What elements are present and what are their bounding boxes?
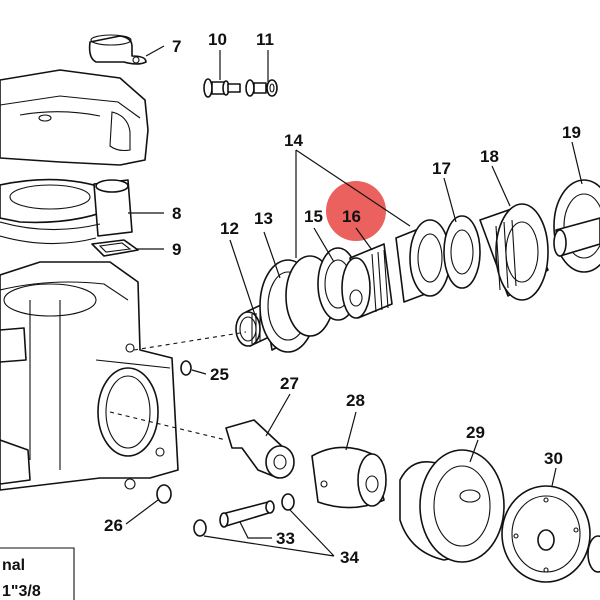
pump-head-cover [0, 69, 149, 166]
callout-9: 9 [172, 240, 181, 259]
callout-labels: 7 8 9 10 11 12 13 14 15 16 17 18 19 25 2… [104, 30, 581, 567]
callout-7: 7 [172, 37, 181, 56]
part-34-circlip-left [193, 519, 207, 537]
highlight-circle [326, 181, 386, 241]
callout-16: 16 [342, 207, 361, 226]
part-26-o-ring [156, 484, 172, 504]
leader-lines [125, 45, 583, 557]
callout-25: 25 [210, 365, 229, 384]
part-33-pin [219, 500, 275, 528]
callout-28: 28 [346, 391, 365, 410]
part-11-valve-assembly [245, 79, 278, 97]
callout-29: 29 [466, 423, 485, 442]
part-17-ring [443, 215, 481, 289]
callout-17: 17 [432, 159, 451, 178]
callout-30: 30 [544, 449, 563, 468]
callout-18: 18 [480, 147, 499, 166]
part-25-o-ring [180, 360, 192, 376]
part-34-circlip-right [281, 493, 295, 511]
callout-13: 13 [254, 209, 273, 228]
part-18-ball-bearing [479, 203, 549, 301]
part-16-roller-bearing [341, 243, 393, 319]
callout-8: 8 [172, 204, 181, 223]
part-27-connecting-rod [225, 419, 295, 479]
callout-27: 27 [280, 374, 299, 393]
part-13-flange-housing [259, 255, 335, 353]
spec-table-line-2: 1"3/8 [2, 583, 41, 600]
part-10-valve-assembly [203, 78, 241, 98]
callout-11: 11 [256, 30, 274, 49]
callout-33: 33 [276, 529, 295, 548]
callout-14: 14 [284, 131, 303, 150]
callout-34: 34 [340, 548, 359, 567]
pump-body [0, 261, 179, 491]
spec-table: nal 1"3/8 [0, 547, 75, 600]
callout-10: 10 [208, 30, 227, 49]
part-30-end-plate [501, 485, 600, 583]
callout-26: 26 [104, 516, 123, 535]
part-8-valve-plate [0, 178, 133, 245]
part-19-shaft-seal [553, 179, 600, 273]
part-28-crosshead [311, 446, 387, 509]
callout-12: 12 [220, 219, 239, 238]
part-9-gasket [91, 239, 139, 257]
part-14-bearing-cup [395, 219, 451, 303]
part-7-cap [88, 34, 147, 65]
callout-19: 19 [562, 123, 581, 142]
spec-table-line-1: nal [2, 557, 25, 574]
callout-15: 15 [304, 207, 323, 226]
part-29-bearing-cover [399, 449, 505, 563]
